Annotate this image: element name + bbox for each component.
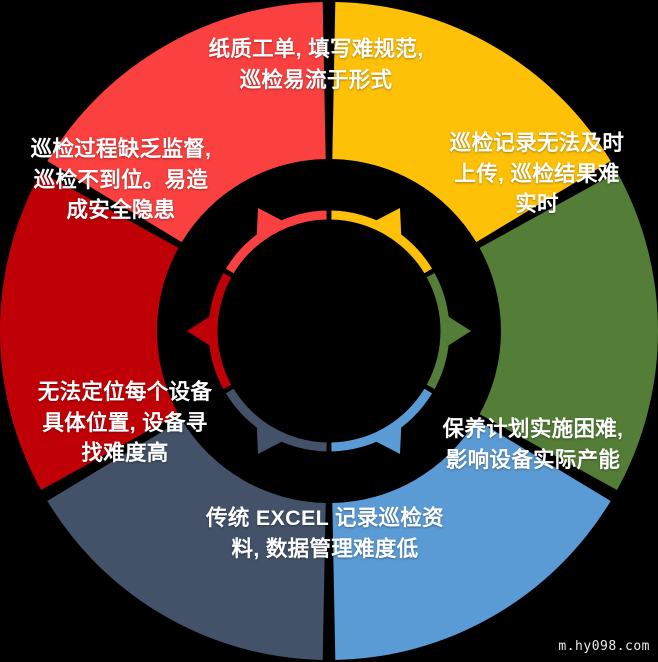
equipment-location-segment[interactable] xyxy=(47,419,326,660)
maintenance-plan-arrow-icon xyxy=(447,316,471,346)
record-upload-arrow-icon xyxy=(375,208,402,236)
record-upload-segment[interactable] xyxy=(332,2,611,243)
supervision-ring-arc xyxy=(208,272,232,390)
paper-worksheet-segment[interactable] xyxy=(47,2,326,243)
equipment-location-arrow-icon xyxy=(256,426,283,454)
maintenance-plan-segment[interactable] xyxy=(479,172,658,490)
maintenance-plan-ring-arc xyxy=(426,272,450,390)
excel-record-arrow-icon xyxy=(375,426,402,454)
watermark-text: m.hy098.com xyxy=(558,639,650,654)
supervision-arrow-icon xyxy=(187,316,211,346)
excel-record-segment[interactable] xyxy=(332,419,611,660)
paper-worksheet-arrow-icon xyxy=(256,208,283,236)
ring-arrow-markers-group xyxy=(187,208,471,454)
supervision-segment[interactable] xyxy=(0,172,179,490)
